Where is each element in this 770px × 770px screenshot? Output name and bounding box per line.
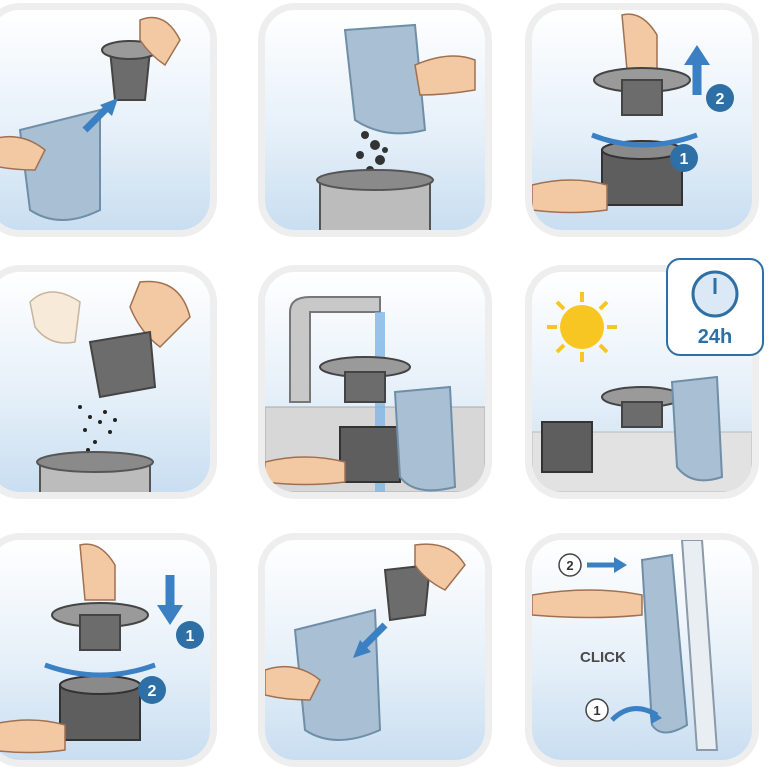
step-1-illustration <box>0 10 210 230</box>
step-9-illustration: 2 1 <box>532 540 752 760</box>
filter-shape <box>90 332 155 397</box>
hand-shape <box>415 56 475 95</box>
dust-container-shape <box>345 25 425 133</box>
hand-shape <box>622 14 657 70</box>
dust-container-shape <box>672 377 722 480</box>
filter-housing-shape <box>542 422 592 472</box>
rotate-arrow-icon <box>45 665 155 675</box>
sun-icon <box>547 292 617 362</box>
step-2-illustration <box>265 10 485 230</box>
step-4-illustration <box>0 272 210 492</box>
hand-shape <box>30 292 80 343</box>
step-badge-number: 2 <box>148 683 157 700</box>
step-badge-number: 2 <box>566 558 573 573</box>
rotate-arrow-icon <box>592 135 697 145</box>
step-4-panel <box>0 272 210 492</box>
step-2-panel <box>265 10 485 230</box>
hand-shape <box>265 457 345 485</box>
step-3-illustration: 2 1 <box>532 10 752 230</box>
step-7-panel: 1 2 <box>0 540 210 760</box>
step-badge-number: 1 <box>186 628 195 645</box>
timer-label: 24h <box>668 326 762 349</box>
dust-container-shape <box>642 555 687 733</box>
step-7-illustration: 1 2 <box>0 540 210 760</box>
click-label: CLICK <box>580 649 626 666</box>
hand-shape <box>0 720 65 753</box>
step-8-illustration <box>265 540 485 760</box>
step-8-panel <box>265 540 485 760</box>
step-badge-number: 2 <box>716 91 725 108</box>
filter-housing-shape <box>340 427 400 482</box>
dust-container-shape <box>395 387 455 490</box>
debris-shape <box>356 131 388 174</box>
debris-shape <box>78 405 117 452</box>
hand-shape <box>532 180 607 213</box>
hand-shape <box>532 590 642 618</box>
step-badge-number: 1 <box>680 151 689 168</box>
hand-shape <box>80 544 115 600</box>
step-1-panel <box>0 10 210 230</box>
step-5-illustration <box>265 272 485 492</box>
step-5-panel <box>265 272 485 492</box>
step-3-panel: 2 1 <box>532 10 752 230</box>
step-9-panel: 2 1 <box>532 540 752 760</box>
timer-badge: 24h <box>666 258 764 356</box>
step-badge-number: 1 <box>593 703 600 718</box>
